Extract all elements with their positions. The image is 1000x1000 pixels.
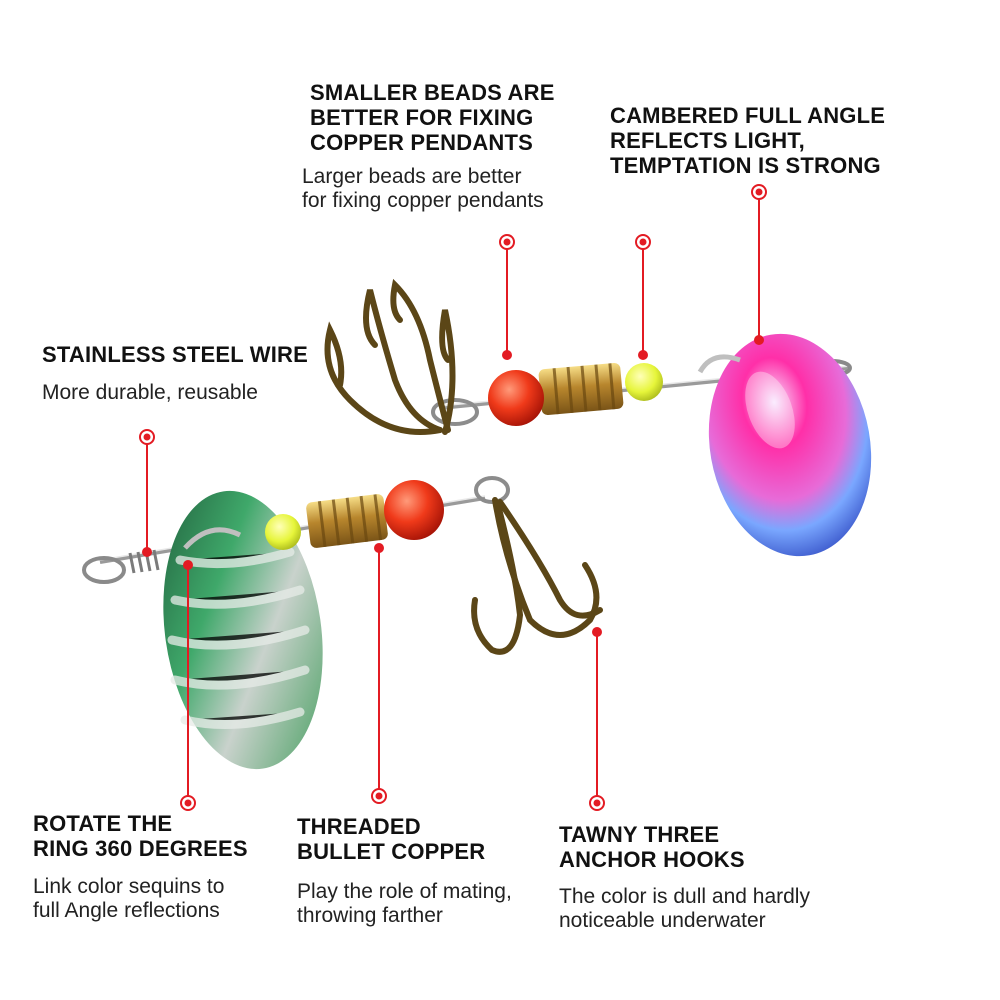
callout-threaded-description: Play the role of mating, throwing farthe… (297, 880, 512, 927)
callout-dot-rotate (180, 560, 196, 811)
callout-wire: STAINLESS STEEL WIRE More durable, reusa… (42, 342, 308, 405)
callout-dot-cambered (751, 184, 767, 345)
bottom-brass-body (306, 494, 388, 548)
top-lure (324, 278, 872, 557)
callout-wire-heading: STAINLESS STEEL WIRE (42, 342, 308, 367)
bottom-red-bead (384, 480, 444, 540)
top-brass-body (538, 363, 624, 415)
top-treble-hook (324, 278, 479, 435)
callout-hooks-description: The color is dull and hardly noticeable … (559, 885, 810, 932)
bottom-lure (82, 476, 603, 770)
callout-beads-description: Larger beads are better for fixing coppe… (302, 165, 544, 212)
bottom-yellow-bead (265, 514, 301, 550)
callout-beads: SMALLER BEADS ARE BETTER FOR FIXING COPP… (302, 80, 555, 213)
callout-rotate: ROTATE THE RING 360 DEGREES Link color s… (33, 811, 248, 923)
callout-dots (139, 184, 767, 811)
callout-dot-threaded (371, 543, 387, 804)
callout-threaded: THREADED BULLET COPPER Play the role of … (297, 814, 512, 928)
callout-dot-wire (139, 429, 155, 557)
callout-lines (146, 192, 760, 800)
callout-rotate-description: Link color sequins to full Angle reflect… (33, 875, 225, 922)
callout-beads-heading: SMALLER BEADS ARE BETTER FOR FIXING COPP… (310, 80, 555, 155)
callout-hooks-heading: TAWNY THREE ANCHOR HOOKS (559, 822, 745, 872)
callout-hooks: TAWNY THREE ANCHOR HOOKS The color is du… (559, 822, 810, 933)
callout-threaded-heading: THREADED BULLET COPPER (297, 814, 486, 864)
callout-dot-beads-left (499, 234, 515, 360)
top-red-bead (488, 370, 544, 426)
callout-rotate-heading: ROTATE THE RING 360 DEGREES (33, 811, 248, 861)
top-yellow-bead (625, 363, 663, 401)
bottom-eye-loop (82, 556, 126, 584)
bottom-treble-hook (471, 476, 603, 655)
callout-dot-hooks (589, 627, 605, 811)
callout-cambered-heading: CAMBERED FULL ANGLE REFLECTS LIGHT, TEMP… (610, 103, 886, 178)
callout-wire-description: More durable, reusable (42, 381, 258, 404)
callout-cambered: CAMBERED FULL ANGLE REFLECTS LIGHT, TEMP… (610, 103, 885, 178)
callout-dot-beads-right (635, 234, 651, 360)
pink-blue-blade (708, 333, 872, 557)
